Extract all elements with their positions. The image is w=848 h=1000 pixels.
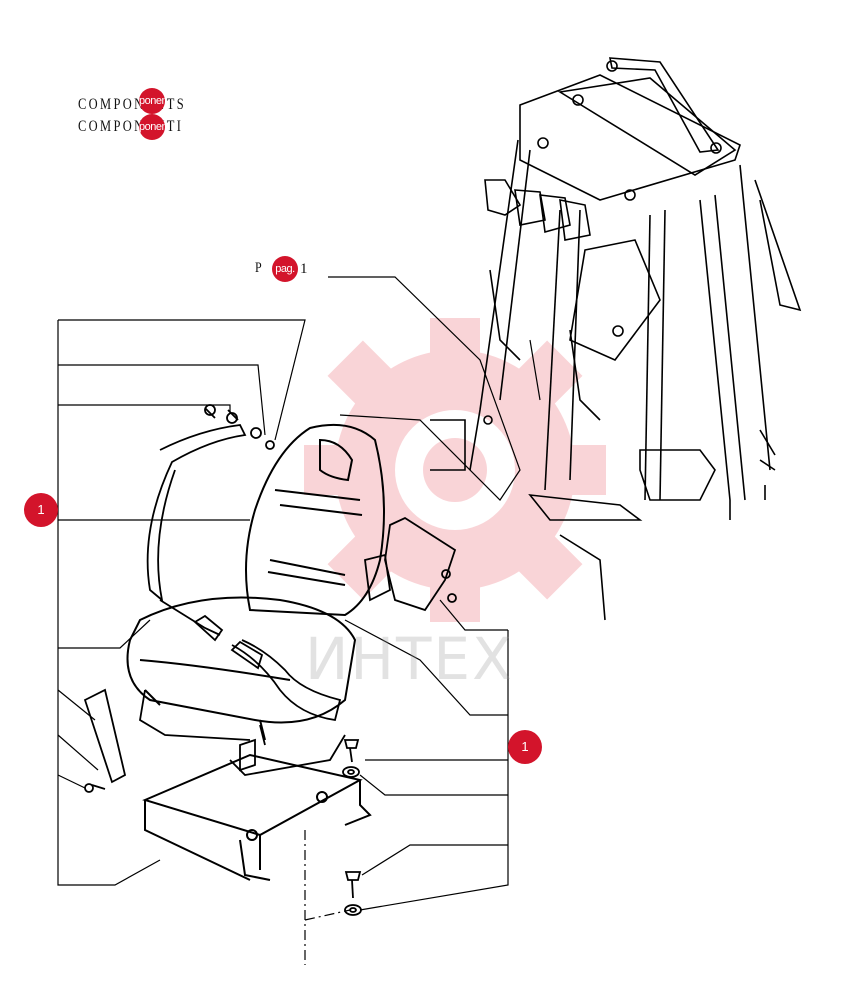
watermark-text: ИНТЕХ <box>305 625 514 693</box>
seat-cushion <box>126 596 357 741</box>
page-reference-suffix: 1 <box>300 261 308 277</box>
page-reference: P <box>255 260 264 277</box>
armrest-control-box <box>364 516 457 612</box>
seat-belt <box>146 404 342 722</box>
header-marker-1: ponent <box>139 88 165 114</box>
centerline <box>304 830 351 965</box>
watermark-gear-logo <box>304 318 606 622</box>
header-title-english: COMPONENTS <box>78 96 187 113</box>
seat-backrest <box>245 423 385 617</box>
callout-1-left[interactable]: 1 <box>24 493 58 527</box>
page-reference-badge[interactable]: pag. <box>272 256 298 282</box>
callout-1-right[interactable]: 1 <box>508 730 542 764</box>
seat-slider-rails <box>139 689 346 776</box>
header-marker-2: ponent <box>139 114 165 140</box>
callout-leader-lines <box>57 319 509 911</box>
mounting-plate <box>142 753 372 881</box>
reference-leader-lines <box>328 276 541 501</box>
header-title-italian: COMPONENTI <box>78 118 184 135</box>
page-reference-prefix: P <box>255 260 265 276</box>
operator-cab <box>430 57 802 621</box>
